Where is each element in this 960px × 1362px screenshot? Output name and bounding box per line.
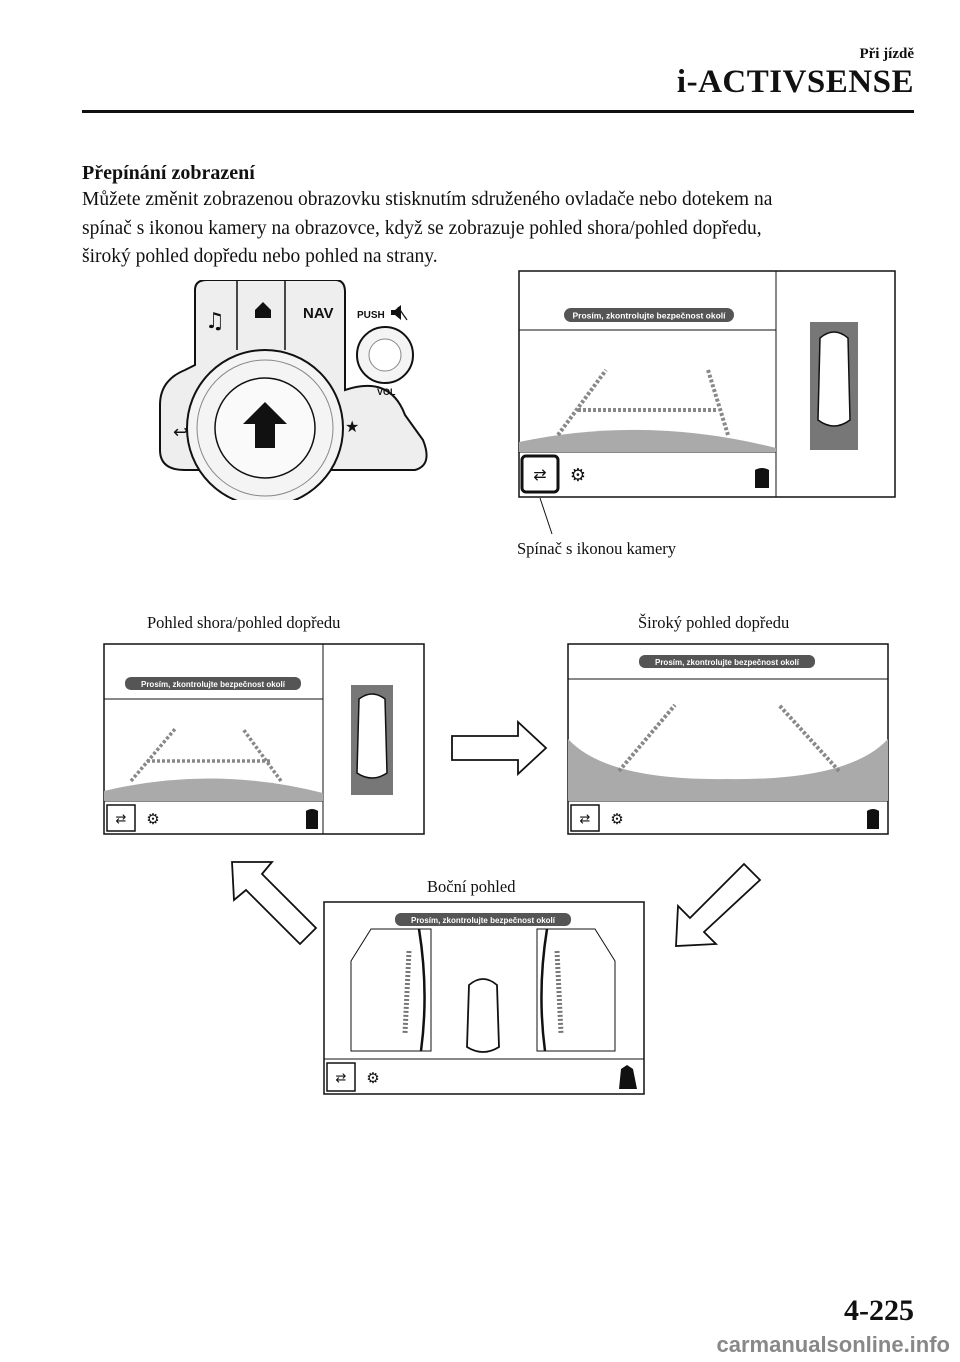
parking-sensor-icon bbox=[867, 809, 879, 829]
star-icon[interactable]: ★ bbox=[345, 417, 359, 436]
svg-text:⇄: ⇄ bbox=[580, 812, 591, 827]
home-icon[interactable] bbox=[255, 302, 271, 318]
volume-knob[interactable] bbox=[356, 326, 414, 384]
body-paragraph: Můžete změnit zobrazenou obrazovku stisk… bbox=[82, 186, 902, 272]
section-title: Přepínání zobrazení bbox=[82, 162, 255, 184]
svg-text:★: ★ bbox=[345, 417, 359, 436]
camera-switch-icon[interactable]: ⇄ bbox=[326, 1062, 356, 1092]
safety-warning-banner: Prosím, zkontrolujte bezpečnost okolí bbox=[141, 680, 286, 689]
safety-warning-banner: Prosím, zkontrolujte bezpečnost okolí bbox=[655, 658, 800, 667]
footer-watermark: carmanualsonline.info bbox=[716, 1332, 951, 1357]
push-label: PUSH bbox=[357, 310, 385, 321]
commander-controller-illustration: ♫ NAV ↩ ★ PUSH VOL bbox=[159, 280, 428, 500]
nav-button-label[interactable]: NAV bbox=[303, 305, 334, 322]
music-note-icon[interactable]: ♫ bbox=[205, 309, 225, 334]
screen-top-front-view: Prosím, zkontrolujte bezpečnost okolí ⇄ … bbox=[103, 643, 425, 835]
parking-sensor-icon bbox=[755, 468, 769, 488]
svg-text:⚙: ⚙ bbox=[366, 1069, 379, 1087]
settings-gear-icon[interactable]: ⚙ bbox=[366, 1069, 379, 1087]
running-header-chapter: i-ACTIVSENSE bbox=[676, 64, 914, 100]
running-header-section: Při jízdě bbox=[859, 46, 914, 62]
svg-text:⚙: ⚙ bbox=[570, 465, 586, 486]
up-left-arrow-icon bbox=[231, 861, 318, 946]
settings-gear-icon[interactable]: ⚙ bbox=[610, 810, 623, 828]
mute-icon bbox=[391, 305, 408, 321]
screen-side-view: Prosím, zkontrolujte bezpečnost okolí ⇄ … bbox=[323, 901, 645, 1095]
camera-switch-icon[interactable]: ⇄ bbox=[520, 454, 560, 494]
caption-camera-switch: Spínač s ikonou kamery bbox=[517, 539, 677, 558]
camera-switch-icon[interactable]: ⇄ bbox=[106, 804, 136, 832]
svg-text:⇄: ⇄ bbox=[336, 1071, 347, 1086]
screen-wide-front-view: Prosím, zkontrolujte bezpečnost okolí ⇄ … bbox=[567, 643, 889, 835]
paragraph-line: široký pohled dopředu nebo pohled na str… bbox=[82, 246, 438, 267]
parking-sensor-icon bbox=[306, 809, 318, 829]
camera-screen-main: Prosím, zkontrolujte bezpečnost okolí ⇄ … bbox=[518, 270, 896, 498]
caption-wide-front-view: Široký pohled dopředu bbox=[638, 613, 790, 632]
svg-text:♫: ♫ bbox=[205, 309, 225, 334]
vol-label: VOL bbox=[377, 387, 396, 397]
caption-top-front-view: Pohled shora/pohled dopředu bbox=[147, 613, 341, 632]
svg-text:↩: ↩ bbox=[173, 422, 188, 443]
svg-text:⇄: ⇄ bbox=[533, 465, 546, 484]
settings-gear-icon[interactable]: ⚙ bbox=[146, 810, 159, 828]
camera-switch-icon[interactable]: ⇄ bbox=[570, 804, 600, 832]
right-arrow-icon bbox=[451, 720, 548, 776]
paragraph-line: spínač s ikonou kamery na obrazovce, kdy… bbox=[82, 217, 762, 239]
header-rule bbox=[82, 110, 914, 113]
caption-side-view: Boční pohled bbox=[427, 877, 516, 896]
svg-text:⚙: ⚙ bbox=[146, 810, 159, 828]
parking-sensor-icon bbox=[619, 1065, 637, 1089]
svg-text:⚙: ⚙ bbox=[610, 810, 623, 828]
settings-gear-icon[interactable]: ⚙ bbox=[570, 465, 586, 486]
paragraph-line: Můžete změnit zobrazenou obrazovku stisk… bbox=[82, 189, 773, 210]
up-arrow-icon bbox=[243, 402, 287, 448]
back-arrow-icon[interactable]: ↩ bbox=[173, 422, 188, 443]
safety-warning-banner: Prosím, zkontrolujte bezpečnost okolí bbox=[572, 311, 726, 321]
down-left-arrow-icon bbox=[675, 862, 762, 947]
callout-line bbox=[539, 497, 553, 535]
page-number: 4-225 bbox=[844, 1294, 914, 1327]
safety-warning-banner: Prosím, zkontrolujte bezpečnost okolí bbox=[411, 916, 556, 925]
svg-text:⇄: ⇄ bbox=[116, 812, 127, 827]
